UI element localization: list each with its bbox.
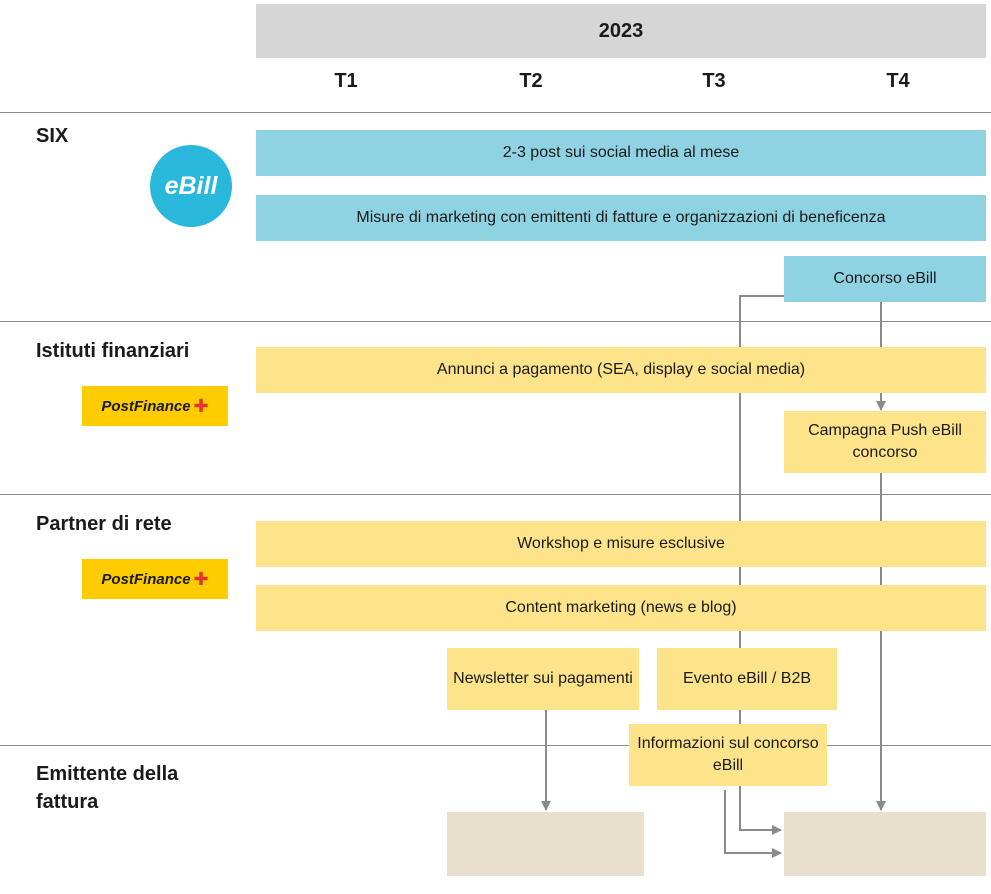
box-campagna-push-label: Campagna Push eBill concorso [808, 422, 962, 461]
box-workshop: Workshop e misure esclusive [256, 521, 986, 567]
quarter-t3: T3 [702, 70, 726, 92]
quarter-t4: T4 [886, 70, 910, 92]
box-misure-marketing-label: Misure di marketing con emittenti di fat… [356, 209, 886, 226]
ebill-logo: eBill [150, 145, 232, 227]
separator-istituti [0, 494, 991, 495]
box-newsletter: Newsletter sui pagamenti [447, 648, 639, 710]
separator-top [0, 112, 991, 113]
emittente-box-t4 [784, 812, 986, 876]
box-evento-label: Evento eBill / B2B [682, 670, 812, 687]
box-social-media: 2-3 post sui social media al mese [256, 130, 986, 176]
section-six: SIX [36, 125, 69, 147]
box-informazioni: Informazioni sul concorso eBill [629, 724, 827, 786]
box-informazioni-label: Informazioni sul concorso eBill [637, 735, 819, 774]
box-concorso-label: Concorso eBill [833, 270, 937, 287]
box-campagna-push: Campagna Push eBill concorso [784, 411, 986, 473]
year-header: 2023 [256, 4, 986, 58]
section-partner: Partner di rete [36, 513, 172, 535]
ebill-logo-text: eBill [164, 171, 218, 200]
box-newsletter-label: Newsletter sui pagamenti [453, 670, 633, 687]
quarter-t2: T2 [519, 70, 543, 92]
box-concorso: Concorso eBill [784, 256, 986, 302]
quarter-t1: T1 [334, 70, 358, 92]
box-annunci-label: Annunci a pagamento (SEA, display e soci… [436, 361, 806, 378]
postfinance-logo-2: PostFinance ✚ [82, 559, 228, 599]
box-evento: Evento eBill / B2B [657, 648, 837, 710]
swiss-cross-icon: ✚ [193, 395, 209, 416]
arrow-informazioni-to-emittente [724, 790, 782, 858]
box-content-marketing: Content marketing (news e blog) [256, 585, 986, 631]
year-label: 2023 [598, 19, 644, 42]
emittente-box-t2 [447, 812, 644, 876]
section-istituti: Istituti finanziari [36, 340, 190, 362]
section-emittente: Emittente della fattura [36, 763, 179, 813]
swiss-cross-icon: ✚ [193, 568, 209, 589]
box-annunci: Annunci a pagamento (SEA, display e soci… [256, 347, 986, 393]
box-content-marketing-label: Content marketing (news e blog) [505, 599, 737, 616]
box-social-media-label: 2-3 post sui social media al mese [502, 144, 740, 161]
postfinance-logo-text: PostFinance [101, 397, 191, 415]
box-misure-marketing: Misure di marketing con emittenti di fat… [256, 195, 986, 241]
postfinance-logo: PostFinance ✚ [82, 386, 228, 426]
box-workshop-label: Workshop e misure esclusive [517, 535, 725, 552]
separator-partner [0, 745, 991, 746]
postfinance-logo-text-2: PostFinance [101, 570, 191, 588]
separator-six [0, 321, 991, 322]
